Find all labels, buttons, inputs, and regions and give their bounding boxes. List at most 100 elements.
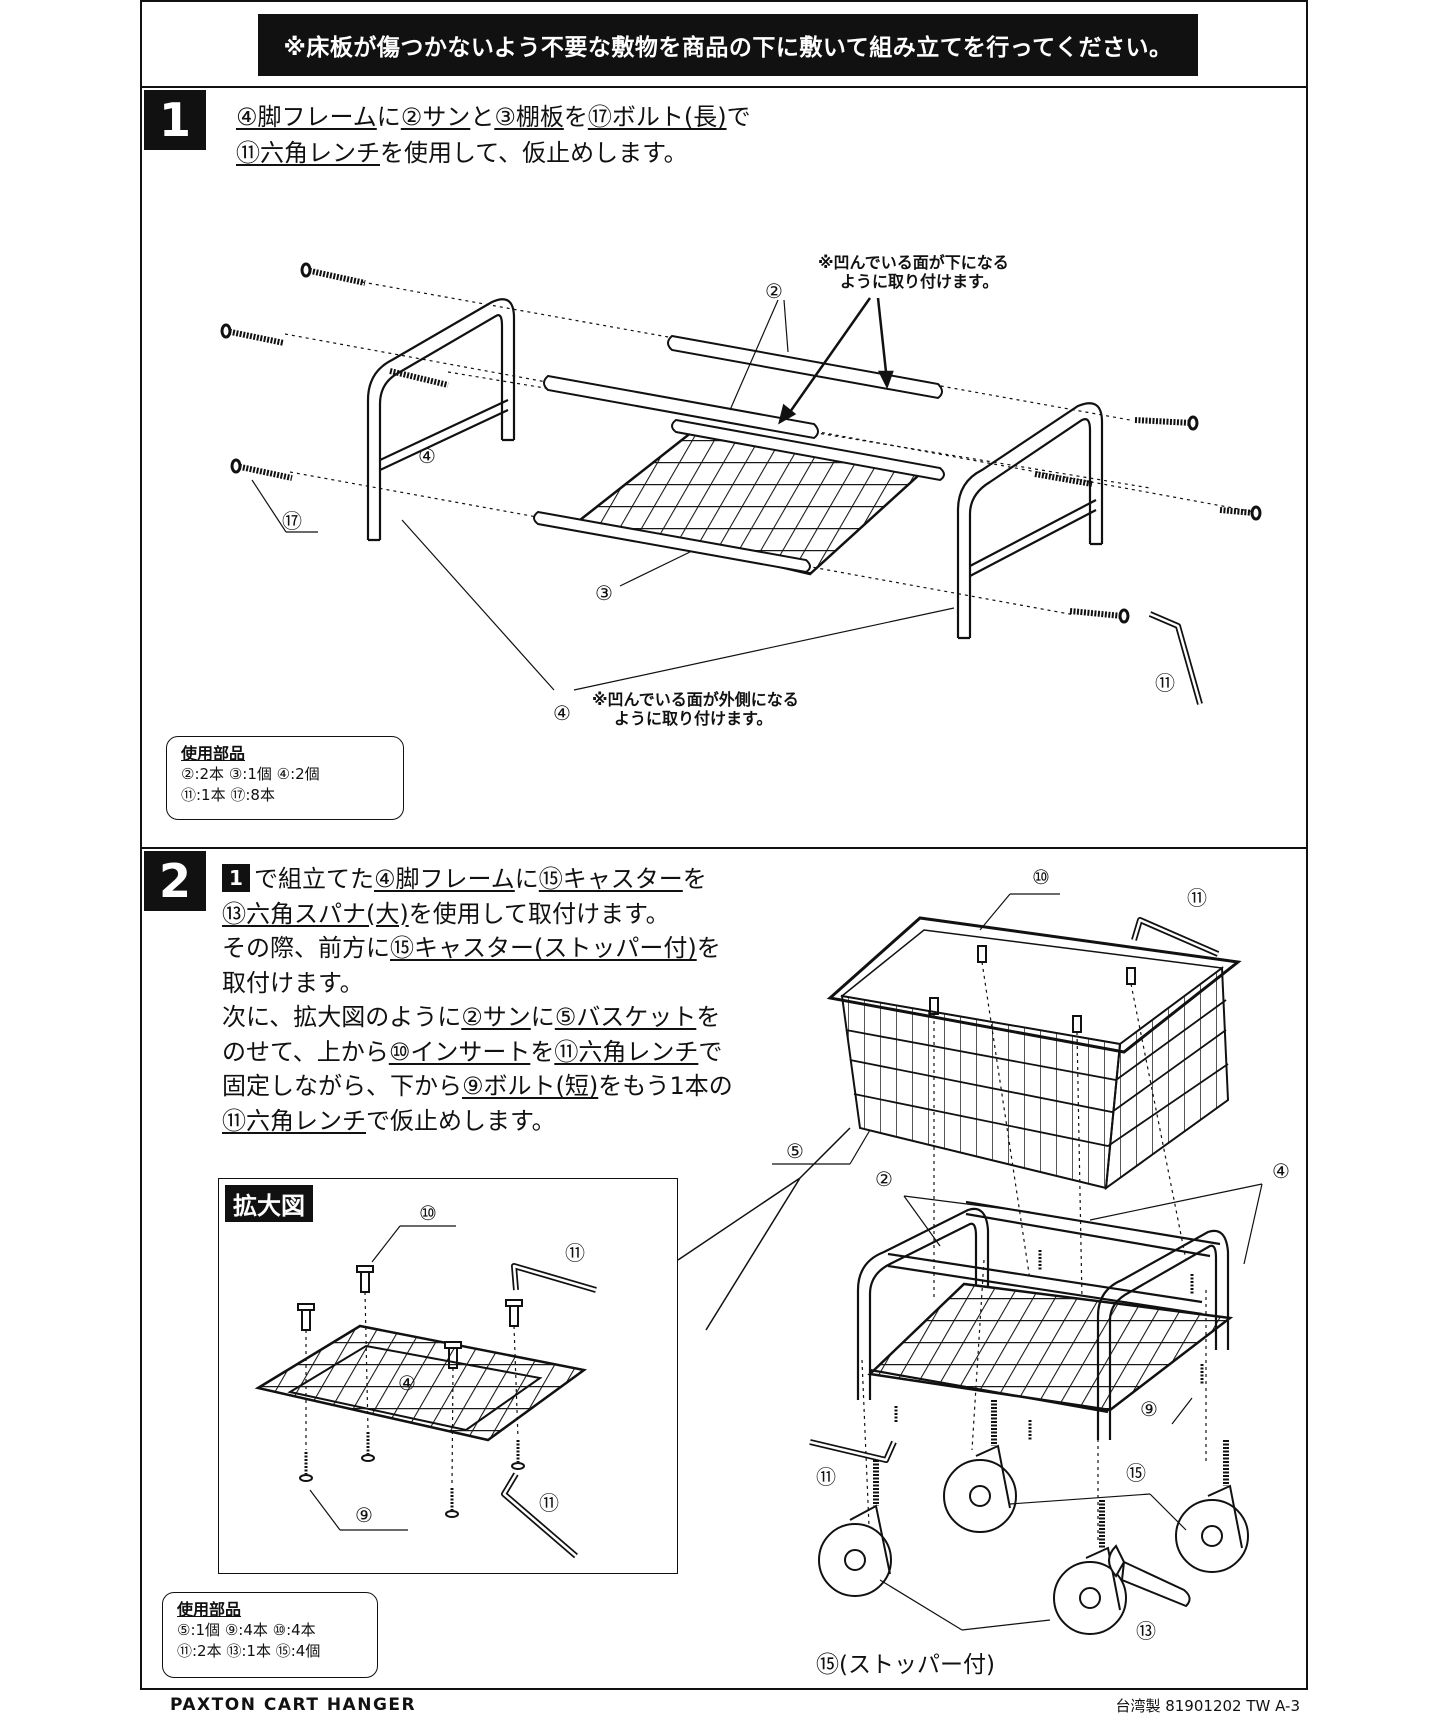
underlined-term: ⑨ボルト(短) [462, 1072, 599, 1100]
step2-instruction-line: 固定しながら、下から⑨ボルト(短)をもう1本の [222, 1069, 733, 1103]
shelf-grid [533, 418, 945, 576]
label-basket-5: ⑤ [786, 1139, 804, 1163]
step1-note-bottom: ※凹んでいる面が外側になる ように取り付けます。 [592, 690, 799, 728]
step1-note-top: ※凹んでいる面が下になる ように取り付けます。 [818, 253, 1009, 291]
instruction-text: を使用して、仮止めします。 [380, 139, 688, 167]
label-shelf-3: ③ [595, 581, 613, 605]
instruction-text: と [470, 103, 495, 131]
underlined-term: ②サン [400, 103, 471, 131]
note-top-line1: ※凹んでいる面が下になる [818, 253, 1009, 272]
instruction-text: を [696, 1003, 721, 1031]
underlined-term: ⑰ボルト(長) [587, 103, 727, 131]
underlined-term: ⑮キャスター [538, 865, 683, 893]
instruction-text: を [530, 1037, 555, 1066]
underlined-term: ⑩インサート [388, 1037, 531, 1066]
note-arrows [778, 297, 894, 425]
instruction-text: を [696, 934, 721, 962]
zoom-label-insert-10: ⑩ [419, 1201, 437, 1225]
label-spanner-13: ⑬ [1136, 1619, 1156, 1643]
instruction-text: で組立てた [254, 865, 374, 893]
parts-title: 使用部品 [181, 744, 246, 763]
parts-line2: ⑪:2本 ⑬:1本 ⑮:4個 [177, 1642, 321, 1660]
step1-instruction-line1: ④脚フレームに②サンと③棚板を⑰ボルト(長)で [236, 100, 751, 134]
instruction-text: を [563, 103, 588, 131]
step2-instruction-line: 取付けます。 [222, 966, 364, 1000]
step2-drawing [772, 893, 1263, 1635]
parts-line1: ②:2本 ③:1個 ④:2個 [181, 765, 320, 783]
step2-instruction-line: ⑪六角レンチで仮止めします。 [222, 1104, 556, 1138]
parts-line2: ⑪:1本 ⑰:8本 [181, 786, 275, 804]
underlined-term: ⑪六角レンチ [554, 1037, 699, 1066]
step2-instruction-line: ⑬六角スパナ(大)を使用して取付けます。 [222, 897, 670, 931]
label-sun-2: ② [765, 279, 783, 303]
zoom-pointer [677, 1127, 851, 1331]
instruction-text: をもう1本の [598, 1072, 733, 1100]
page-frame [140, 0, 1308, 1690]
underlined-term: ⑪六角レンチ [222, 1106, 366, 1135]
underlined-term: ⑤バスケット [554, 1003, 697, 1031]
note-bottom-line2: ように取り付けます。 [614, 709, 773, 728]
label-wrench-11-top: ⑪ [1187, 886, 1207, 910]
instruction-text: で [698, 1037, 723, 1066]
instruction-text: 次に、拡大図のように [222, 1003, 462, 1031]
label-bolt-17: ⑰ [282, 509, 302, 533]
instruction-text: のせて、上から [222, 1037, 389, 1066]
divider-top [140, 86, 1308, 88]
step1-drawing [220, 262, 1262, 705]
underlined-term: ⑬六角スパナ(大) [222, 899, 409, 928]
instruction-text: に [514, 865, 539, 893]
label-bolt-9: ⑨ [1140, 1397, 1158, 1421]
label-frame-4b: ④ [553, 701, 571, 725]
step1-instruction-line2: ⑪六角レンチを使用して、仮止めします。 [236, 136, 688, 170]
divider-middle [140, 847, 1308, 849]
label-caster-15: ⑮ [1126, 1461, 1146, 1485]
step1-parts-box: 使用部品 ②:2本 ③:1個 ④:2個 ⑪:1本 ⑰:8本 [166, 736, 404, 820]
label-sun-2: ② [875, 1167, 893, 1191]
zoom-title: 拡大図 [225, 1185, 313, 1222]
stopper-caster-label: ⑮(ストッパー付) [816, 1652, 995, 1678]
footer-product-name: PAXTON CART HANGER [170, 1695, 417, 1715]
zoom-label-frame-4: ④ [398, 1371, 416, 1395]
underlined-term: ②サン [461, 1003, 531, 1031]
label-wrench-11: ⑪ [1155, 671, 1175, 695]
warning-banner: ※床板が傷つかないよう不要な敷物を商品の下に敷いて組み立てを行ってください。 [258, 14, 1198, 76]
bottom-bolts [304, 1432, 520, 1510]
instruction-text: に [376, 103, 401, 131]
instruction-text: 取付けます。 [222, 968, 364, 997]
bolt-icon [220, 262, 1262, 624]
step1-number: 1 [144, 90, 206, 150]
instruction-text: を [682, 865, 707, 893]
zoom-label-bolt-9: ⑨ [355, 1503, 373, 1527]
leg-frame-left [366, 298, 516, 542]
underlined-term: ③棚板 [494, 103, 564, 131]
parts-line1: ⑤:1個 ⑨:4本 ⑩:4本 [177, 1621, 316, 1639]
label-wrench-11-left: ⑪ [816, 1465, 836, 1489]
underlined-term: ⑪六角レンチ [236, 139, 380, 167]
zoom-drawing [254, 1225, 597, 1559]
instruction-text: 固定しながら、下から [222, 1072, 462, 1100]
leg-frame-right [956, 402, 1104, 640]
label-frame-4: ④ [418, 444, 436, 468]
underlined-term: ④脚フレーム [236, 103, 377, 131]
hex-wrench-icon [501, 1472, 578, 1559]
step2-parts-box: 使用部品 ⑤:1個 ⑨:4本 ⑩:4本 ⑪:2本 ⑬:1本 ⑮:4個 [162, 1592, 378, 1678]
instruction-text: で [726, 103, 751, 131]
underlined-term: ④脚フレーム [374, 865, 515, 893]
instruction-text: その際、前方に [222, 934, 390, 962]
note-bottom-line1: ※凹んでいる面が外側になる [592, 690, 799, 709]
step2-instruction-line: 次に、拡大図のように②サンに⑤バスケットを [222, 1000, 720, 1034]
spanner-icon [1108, 1544, 1191, 1608]
step2-number: 2 [144, 851, 206, 911]
zoom-label-wrench-11: ⑪ [565, 1241, 585, 1265]
leader-lines [251, 299, 955, 691]
parts-title: 使用部品 [177, 1600, 242, 1619]
step-reference-badge: 1 [222, 864, 250, 892]
label-insert-10: ⑩ [1032, 865, 1050, 889]
underlined-term: ⑮キャスター(ストッパー付) [390, 934, 697, 962]
label-frame-4: ④ [1272, 1159, 1290, 1183]
note-top-line2: ように取り付けます。 [840, 272, 999, 291]
instruction-text: で仮止めします。 [366, 1106, 556, 1135]
instruction-text: を使用して取付けます。 [408, 899, 670, 928]
